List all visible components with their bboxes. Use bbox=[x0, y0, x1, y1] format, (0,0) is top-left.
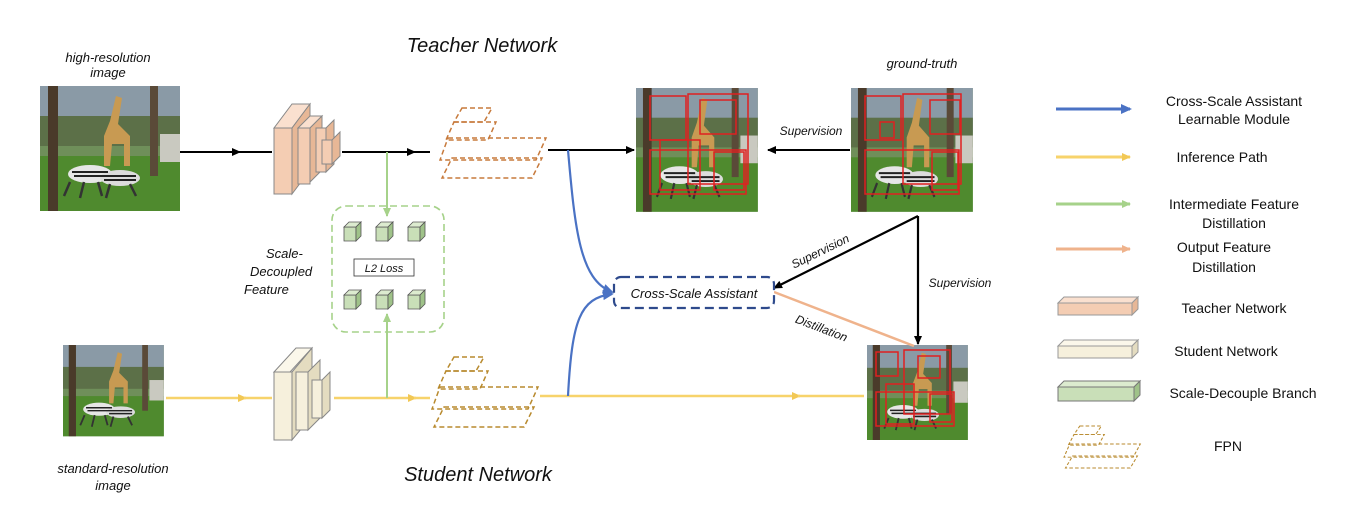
l2-loss-label: L2 Loss bbox=[365, 263, 404, 275]
teacher-network-title: Teacher Network bbox=[407, 35, 558, 57]
legend-branch-block bbox=[1056, 379, 1142, 403]
high-res-label-1: high-resolution bbox=[65, 50, 150, 65]
legend-teacher-block bbox=[1056, 295, 1140, 317]
scale-decoupled-label-3: Feature bbox=[244, 282, 289, 297]
legend-inference: Inference Path bbox=[1176, 149, 1267, 165]
high-res-label-2: image bbox=[90, 65, 125, 80]
student-fpn bbox=[431, 356, 539, 428]
branch-cubes-top bbox=[343, 221, 426, 242]
std-res-label-1: standard-resolution bbox=[57, 461, 168, 476]
high-res-image bbox=[38, 84, 182, 213]
student-to-assistant-curve bbox=[566, 290, 614, 397]
legend-student-block bbox=[1056, 338, 1140, 360]
scale-decoupled-label-2: Decoupled bbox=[250, 264, 313, 279]
teacher-backbone bbox=[273, 102, 341, 196]
std-res-label-2: image bbox=[95, 478, 130, 493]
legend-output-1: Output Feature bbox=[1177, 239, 1271, 255]
legend-cross-scale-2: Learnable Module bbox=[1178, 111, 1290, 127]
supervision-top-label: Supervision bbox=[780, 124, 843, 138]
assistant-distillation-line bbox=[773, 290, 915, 348]
cross-scale-assistant-label: Cross-Scale Assistant bbox=[631, 286, 759, 301]
student-backbone bbox=[272, 346, 331, 442]
student-bboxes bbox=[875, 349, 955, 427]
teacher-fpn bbox=[439, 107, 547, 179]
ground-truth-label: ground-truth bbox=[887, 56, 958, 71]
legend-cross-scale-1: Cross-Scale Assistant bbox=[1166, 93, 1302, 109]
legend-intermediate-1: Intermediate Feature bbox=[1169, 196, 1299, 212]
legend-teacher: Teacher Network bbox=[1181, 300, 1287, 316]
l2-loss-box bbox=[353, 258, 415, 277]
legend-branch: Scale-Decouple Branch bbox=[1169, 385, 1316, 401]
teacher-to-assistant-curve bbox=[566, 149, 614, 294]
legend-intermediate-2: Distillation bbox=[1202, 215, 1266, 231]
ground-truth-bboxes bbox=[864, 93, 962, 195]
legend-fpn-icon bbox=[1063, 425, 1141, 469]
legend-fpn: FPN bbox=[1214, 438, 1242, 454]
legend: Cross-Scale Assistant Learnable Module I… bbox=[1056, 93, 1317, 469]
supervision-right-label: Supervision bbox=[929, 276, 992, 290]
scale-decoupled-label-1: Scale- bbox=[266, 246, 304, 261]
cross-scale-assistant-box bbox=[612, 275, 776, 310]
branch-cubes-bottom bbox=[343, 289, 426, 310]
legend-student: Student Network bbox=[1174, 343, 1278, 359]
gt-to-assistant-arrow bbox=[773, 215, 919, 289]
legend-output-2: Distillation bbox=[1192, 259, 1256, 275]
std-res-image bbox=[62, 344, 165, 438]
student-network-title: Student Network bbox=[404, 464, 553, 486]
teacher-bboxes bbox=[649, 93, 749, 195]
